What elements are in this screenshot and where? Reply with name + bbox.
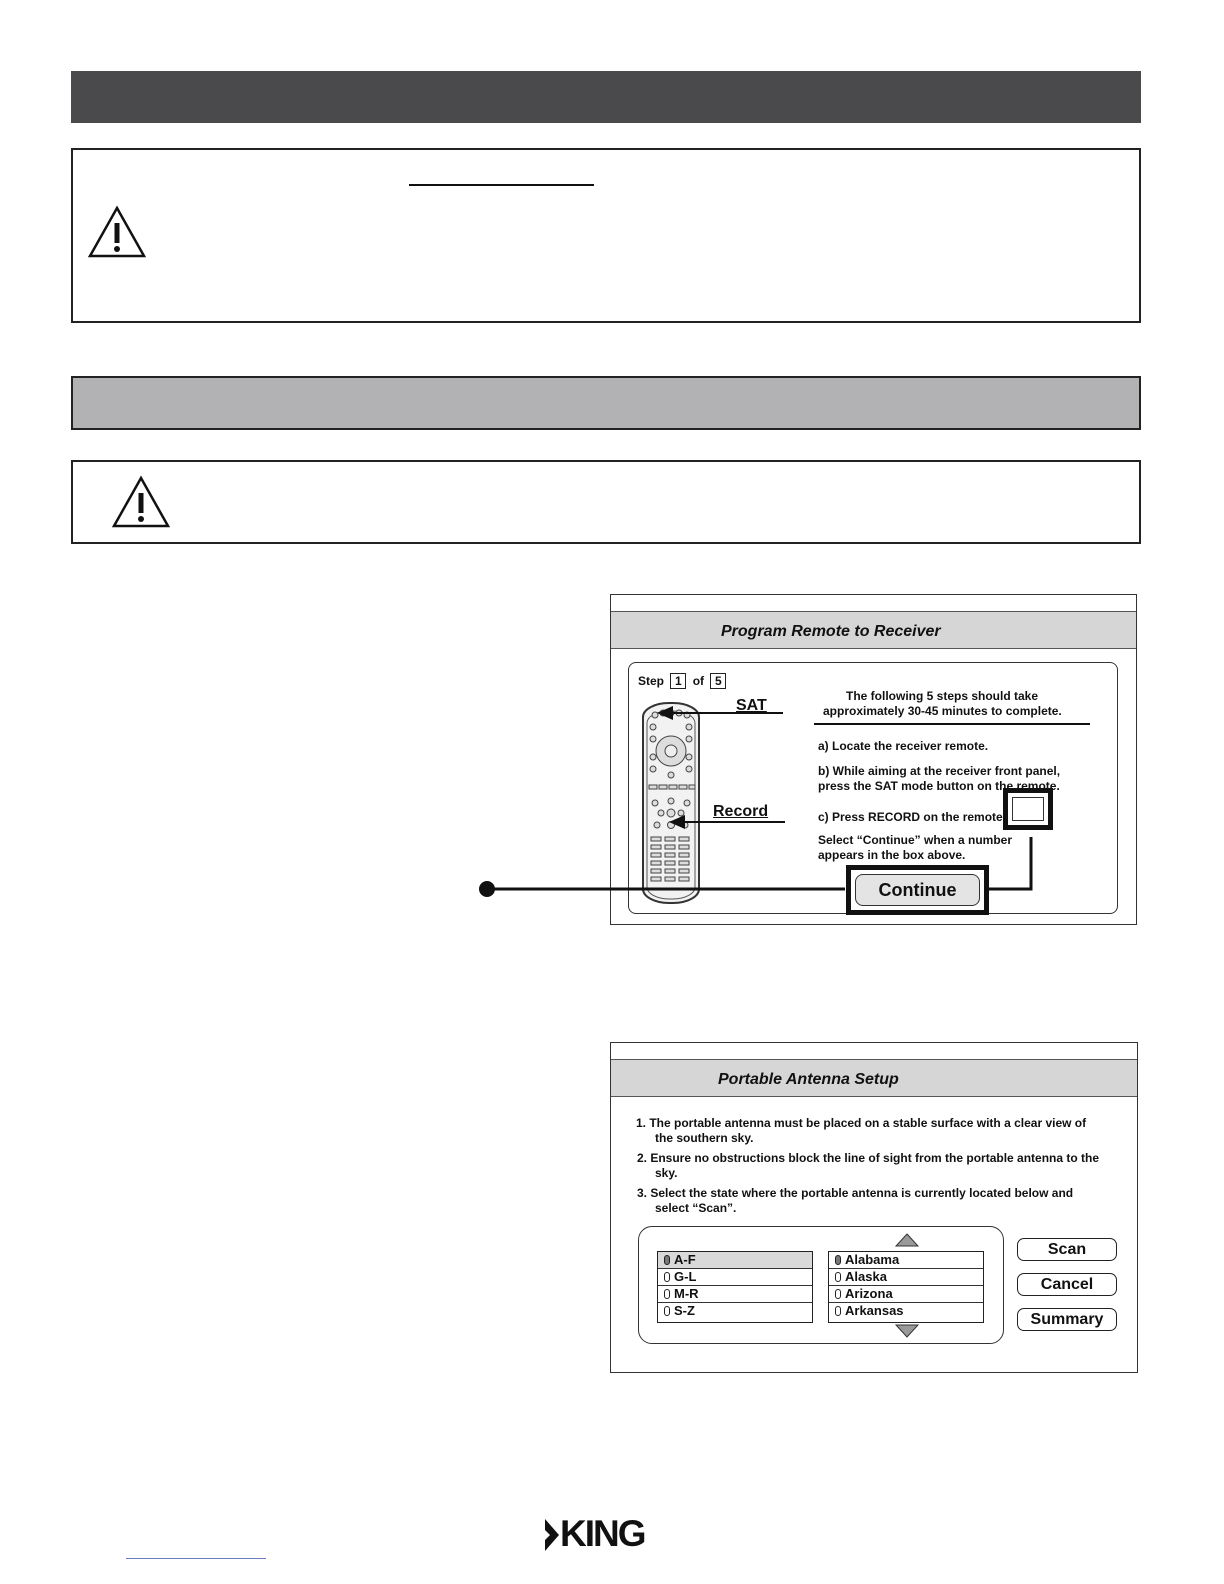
list-item-range-m-r[interactable]: M-R	[658, 1286, 812, 1303]
subsection-header-bar	[71, 376, 1141, 430]
state-selection-panel: A-F G-L M-R S-Z Alabama Alaska Arizona A…	[638, 1226, 1004, 1344]
step-total: 5	[710, 673, 727, 689]
continue-highlight: Continue	[846, 865, 989, 915]
range-label: A-F	[674, 1252, 696, 1267]
list-item-state-arkansas[interactable]: Arkansas	[829, 1303, 983, 1319]
caution-triangle-icon	[111, 475, 171, 528]
continue-callout-connector	[479, 837, 1033, 897]
screen-title: Program Remote to Receiver	[721, 623, 941, 640]
instruction-1-line-2: the southern sky.	[655, 1131, 754, 1145]
range-label: M-R	[674, 1286, 699, 1301]
warning-heading-underline	[409, 184, 594, 186]
intro-divider	[814, 723, 1090, 725]
intro-line-1: The following 5 steps should take	[846, 689, 1039, 703]
step-indicator: Step 1 of 5	[638, 673, 727, 689]
portable-antenna-screen: Portable Antenna Setup 1. The portable a…	[610, 1042, 1138, 1373]
sat-callout-arrow	[657, 706, 783, 720]
record-callout-label: Record	[713, 803, 769, 820]
scan-button[interactable]: Scan	[1017, 1238, 1117, 1261]
cancel-button[interactable]: Cancel	[1017, 1273, 1117, 1296]
radio-icon	[664, 1272, 670, 1282]
instruction-2-line-2: sky.	[655, 1166, 678, 1180]
range-list: A-F G-L M-R S-Z	[657, 1251, 813, 1323]
footer-link-underline[interactable]	[126, 1558, 266, 1559]
instruction-2-line-1: 2. Ensure no obstructions block the line…	[637, 1151, 1100, 1165]
range-label: S-Z	[674, 1303, 695, 1318]
king-logo-text: KING	[560, 1513, 646, 1554]
instruction-1-line-1: 1. The portable antenna must be placed o…	[636, 1116, 1087, 1130]
warning-box	[71, 148, 1141, 323]
warning-triangle-icon	[87, 205, 147, 258]
instruction-3-line-1: 3. Select the state where the portable a…	[637, 1186, 1074, 1200]
list-item-state-arizona[interactable]: Arizona	[829, 1286, 983, 1303]
king-logo-chevron-icon	[545, 1519, 559, 1551]
list-item-state-alabama[interactable]: Alabama	[829, 1252, 983, 1269]
radio-icon	[835, 1272, 841, 1282]
state-label: Alaska	[845, 1269, 887, 1284]
state-list: Alabama Alaska Arizona Arkansas	[828, 1251, 984, 1323]
list-item-range-s-z[interactable]: S-Z	[658, 1303, 812, 1319]
program-remote-screen: Program Remote to Receiver Step 1 of 5	[610, 594, 1137, 925]
summary-button[interactable]: Summary	[1017, 1308, 1117, 1331]
list-item-state-alaska[interactable]: Alaska	[829, 1269, 983, 1286]
instruction-a: a) Locate the receiver remote.	[818, 739, 989, 753]
instruction-select-line-2: appears in the box above.	[818, 848, 966, 862]
continue-button[interactable]: Continue	[855, 874, 980, 906]
king-logo: KING	[544, 1514, 674, 1554]
screen-title: Portable Antenna Setup	[718, 1071, 899, 1088]
list-item-range-g-l[interactable]: G-L	[658, 1269, 812, 1286]
screen-title-band	[611, 611, 1136, 649]
number-display-box	[1012, 797, 1044, 821]
step-label: Step	[638, 674, 665, 688]
caution-box	[71, 460, 1141, 544]
intro-line-2: approximately 30-45 minutes to complete.	[823, 704, 1062, 718]
instruction-select-line-1: Select “Continue” when a number	[818, 833, 1013, 847]
radio-icon	[664, 1306, 670, 1316]
radio-selected-icon	[835, 1255, 841, 1265]
step-current: 1	[670, 673, 687, 689]
instruction-c: c) Press RECORD on the remote.	[818, 810, 1007, 824]
section-header-bar	[71, 71, 1141, 123]
remote-inner-panel: Step 1 of 5	[628, 662, 1118, 914]
instruction-3-line-2: select “Scan”.	[655, 1201, 737, 1215]
instruction-b-line-2: press the SAT mode button on the remote.	[818, 779, 1060, 793]
range-label: G-L	[674, 1269, 697, 1284]
record-callout-arrow	[669, 815, 785, 829]
state-label: Arkansas	[845, 1303, 904, 1318]
screen-title-band	[611, 1059, 1137, 1097]
remote-control-illustration	[642, 702, 700, 904]
radio-selected-icon	[664, 1255, 670, 1265]
number-display-highlight	[1003, 788, 1053, 830]
radio-icon	[664, 1289, 670, 1299]
state-label: Alabama	[845, 1252, 900, 1267]
radio-icon	[835, 1289, 841, 1299]
instruction-b-line-1: b) While aiming at the receiver front pa…	[818, 764, 1061, 778]
scroll-up-arrow-icon[interactable]	[895, 1233, 919, 1247]
state-label: Arizona	[845, 1286, 893, 1301]
step-of-label: of	[692, 674, 705, 688]
list-item-range-a-f[interactable]: A-F	[658, 1252, 812, 1269]
radio-icon	[835, 1306, 841, 1316]
scroll-down-arrow-icon[interactable]	[895, 1324, 919, 1338]
sat-callout-label: SAT	[736, 697, 767, 714]
